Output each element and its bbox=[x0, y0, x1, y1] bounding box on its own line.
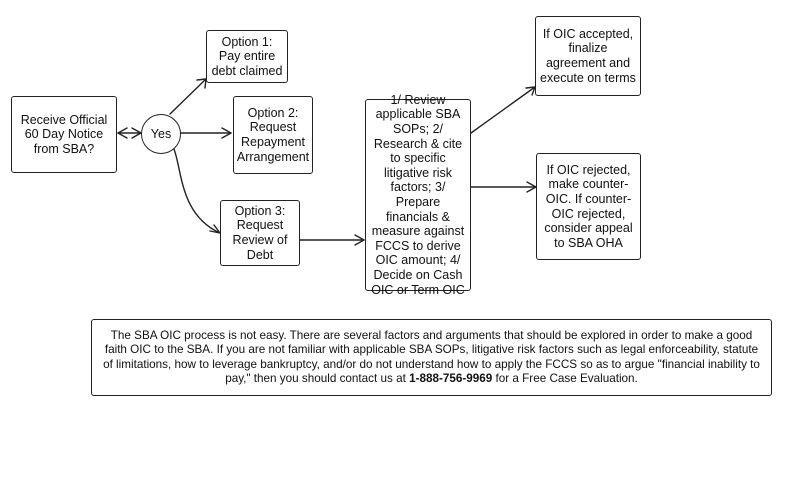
option2-node: Option 2: Request Repayment Arrangement bbox=[233, 96, 313, 174]
connector-review-accepted bbox=[470, 86, 536, 134]
rejected-node: If OIC rejected, make counter-OIC. If co… bbox=[536, 153, 641, 260]
option3-node: Option 3: Request Review of Debt bbox=[220, 200, 300, 266]
arrowhead-option2 bbox=[221, 127, 232, 139]
start-node: Receive Official 60 Day Notice from SBA? bbox=[11, 96, 117, 173]
review-steps-node: 1/ Review applicable SBA SOPs; 2/ Resear… bbox=[365, 93, 471, 297]
option2-node-label: Option 2: Request Repayment Arrangement bbox=[236, 105, 310, 164]
arrowhead-review bbox=[354, 234, 365, 246]
accepted-node: If OIC accepted, finalize agreement and … bbox=[535, 16, 641, 96]
info-note-body: The SBA OIC process is not easy. There a… bbox=[103, 329, 760, 385]
option1-node: Option 1: Pay entire debt claimed bbox=[206, 30, 288, 83]
connector-decision-option1 bbox=[169, 78, 207, 115]
review-steps-node-label: 1/ Review applicable SBA SOPs; 2/ Resear… bbox=[371, 92, 465, 297]
connector-decision-option3 bbox=[173, 148, 221, 234]
start-node-label: Receive Official 60 Day Notice from SBA? bbox=[20, 112, 108, 156]
decision-node: Yes bbox=[141, 114, 181, 154]
rejected-node-label: If OIC rejected, make counter-OIC. If co… bbox=[544, 162, 633, 250]
info-note-closing: for a Free Case Evaluation. bbox=[492, 371, 638, 385]
option1-node-label: Option 1: Pay entire debt claimed bbox=[211, 34, 283, 78]
info-note-text: The SBA OIC process is not easy. There a… bbox=[100, 329, 763, 386]
phone-number: 1-888-756-9969 bbox=[409, 371, 493, 385]
decision-node-label: Yes bbox=[150, 127, 172, 141]
info-note: The SBA OIC process is not easy. There a… bbox=[91, 319, 772, 396]
option3-node-label: Option 3: Request Review of Debt bbox=[232, 203, 288, 262]
accepted-node-label: If OIC accepted, finalize agreement and … bbox=[540, 26, 636, 85]
arrowhead-to-start bbox=[117, 127, 128, 139]
